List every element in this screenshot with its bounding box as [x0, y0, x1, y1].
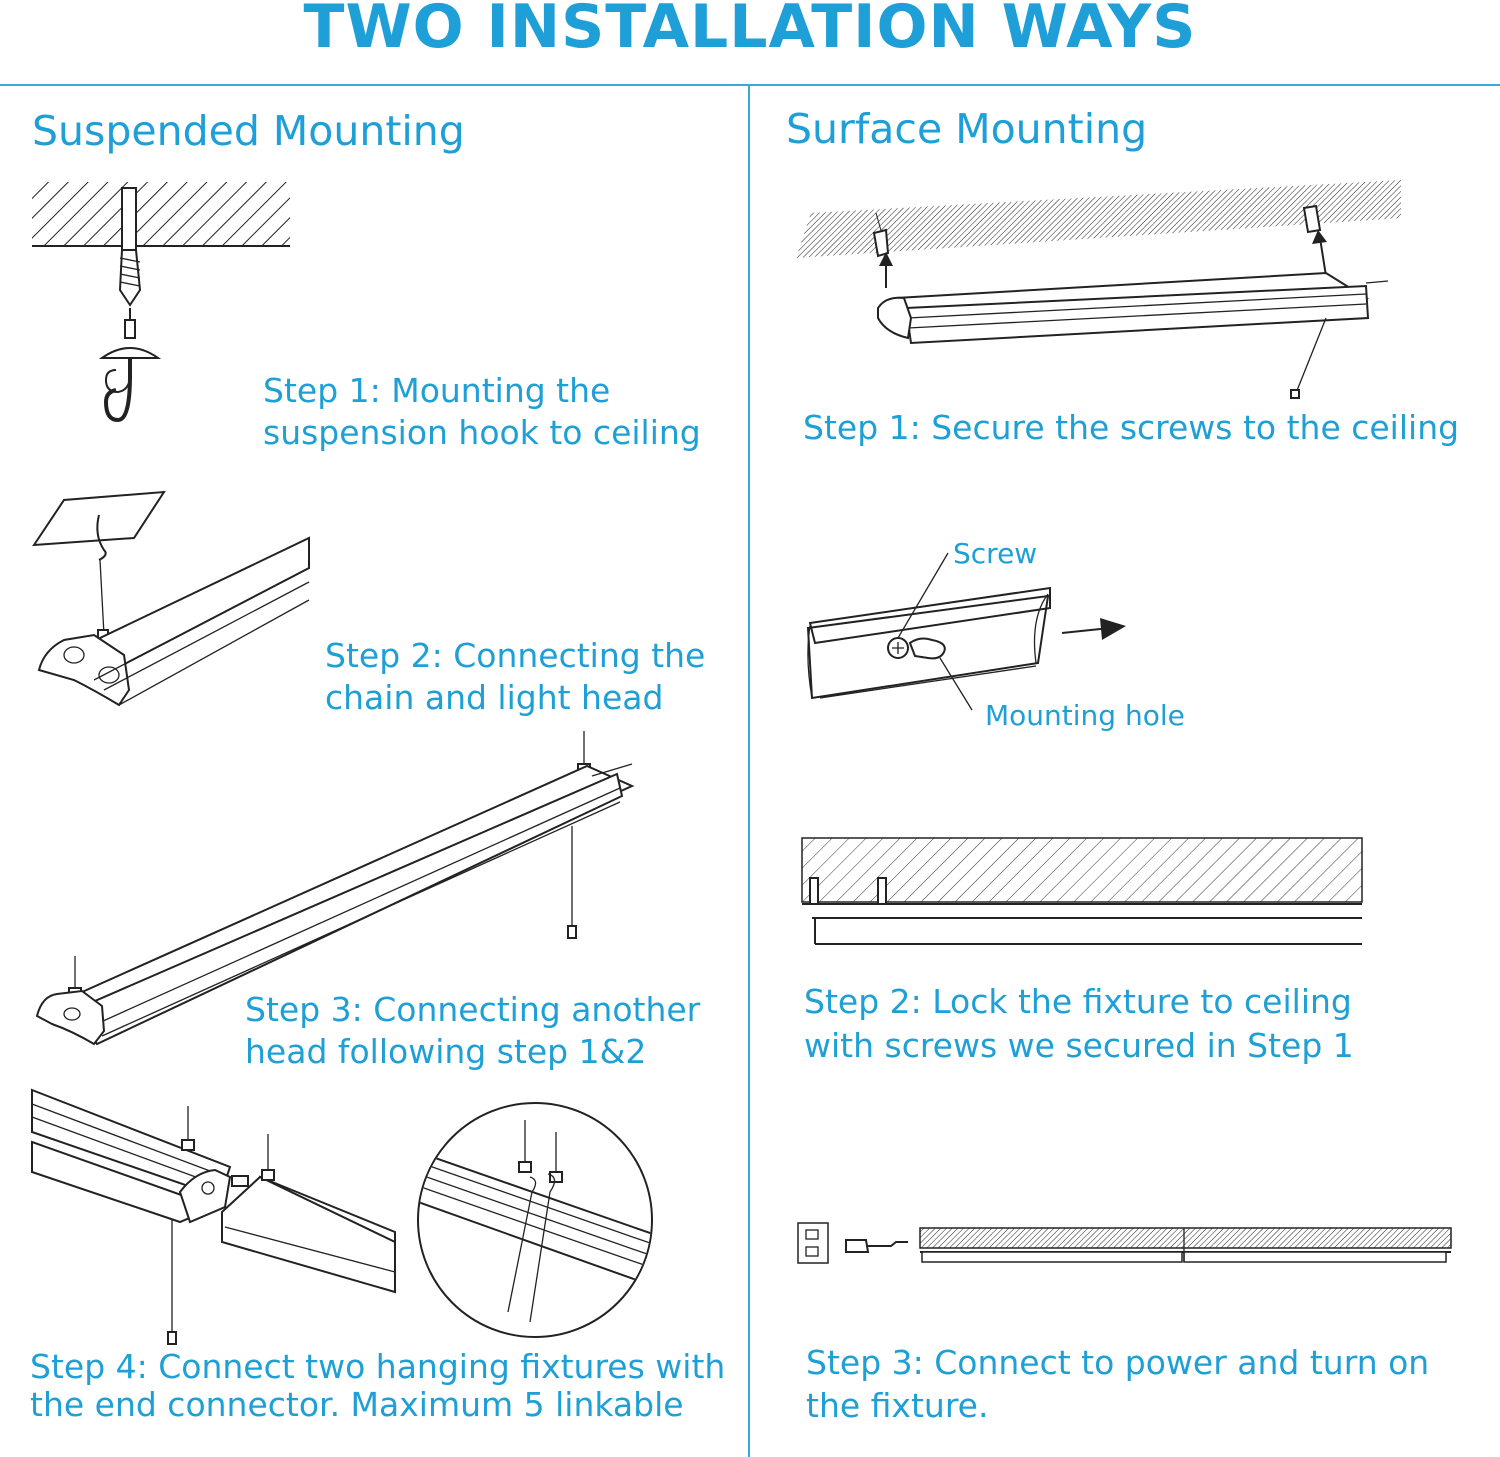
suspended-step1-line2: suspension hook to ceiling [263, 413, 701, 452]
suspended-mounting-heading: Suspended Mounting [32, 107, 465, 155]
suspended-step2-line1: Step 2: Connecting the [325, 636, 706, 675]
linked-fixtures-illustration [31, 1088, 653, 1345]
surface-step2-line2: with screws we secured in Step 1 [804, 1026, 1354, 1065]
column-divider [748, 86, 750, 1457]
suspended-step3-line1: Step 3: Connecting another [245, 990, 701, 1029]
screw-label: Screw [953, 537, 1038, 570]
mounting-hole-label: Mounting hole [985, 699, 1185, 732]
title-divider [0, 84, 1500, 86]
hook-illustration [32, 182, 290, 423]
surface-step1-line1: Step 1: Secure the screws to the ceiling [803, 408, 1460, 447]
fixture-lock-illustration [801, 837, 1363, 945]
suspended-step3-line2: head following step 1&2 [245, 1032, 647, 1071]
suspended-step1-line1: Step 1: Mounting the [263, 371, 611, 410]
surface-screws-illustration [796, 180, 1401, 399]
surface-mounting-heading: Surface Mounting [786, 105, 1148, 153]
surface-step2-line1: Step 2: Lock the fixture to ceiling [804, 982, 1352, 1021]
chain-light-head-illustration [32, 490, 310, 707]
surface-step3-line2: the fixture. [806, 1386, 989, 1425]
page-title: TWO INSTALLATION WAYS [303, 0, 1197, 62]
long-fixture-illustration [35, 731, 635, 1046]
screw-detail-illustration [806, 552, 1126, 711]
surface-step3-line1: Step 3: Connect to power and turn on [806, 1343, 1430, 1382]
suspended-step4-line2: the end connector. Maximum 5 linkable [30, 1385, 684, 1424]
suspended-step2-line2: chain and light head [325, 678, 664, 717]
suspended-step4-line1: Step 4: Connect two hanging fixtures wit… [30, 1347, 726, 1386]
power-connection-illustration [797, 1222, 1452, 1264]
